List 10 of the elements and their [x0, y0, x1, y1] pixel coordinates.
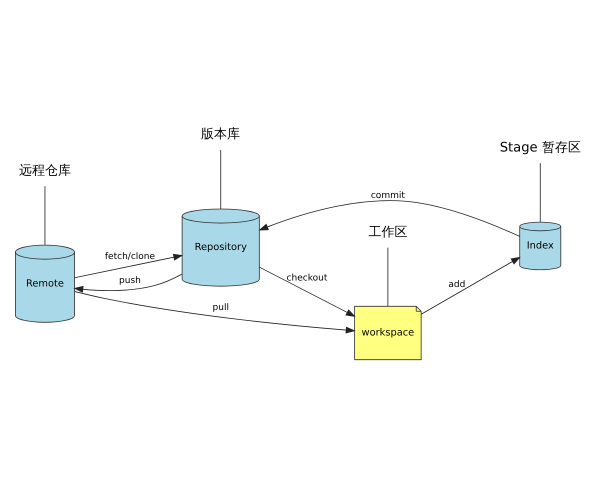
edge-label: fetch/clone [104, 252, 156, 262]
node-text: 版本库 [201, 127, 240, 142]
node-text: Stage 暂存区 [500, 140, 581, 156]
edge-label: checkout [286, 273, 328, 284]
edge-label: push [119, 276, 141, 286]
edge-label: pull [212, 302, 229, 313]
node-text: 远程仓库 [18, 163, 71, 178]
node-text: 工作区 [368, 224, 408, 240]
edge-label: add [448, 280, 466, 290]
edge-label: commit [370, 191, 405, 202]
